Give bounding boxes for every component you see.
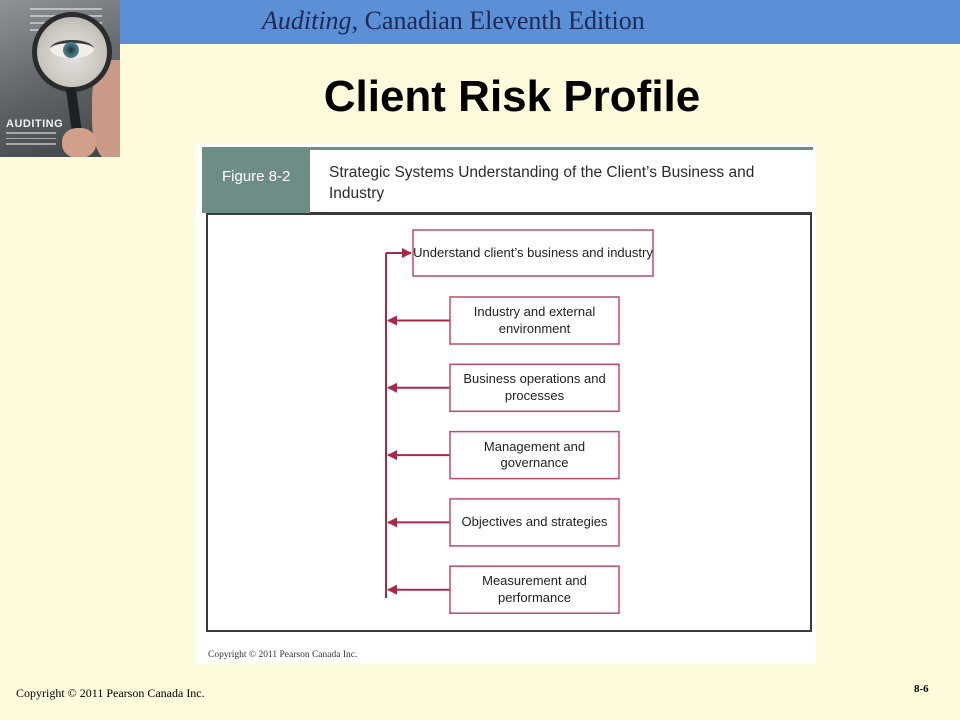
figure-caption: Strategic Systems Understanding of the C… [329,164,755,202]
figure-top-rule [310,147,813,150]
figure-copyright: Copyright © 2011 Pearson Canada Inc. [208,650,358,660]
edition-text: , Canadian Eleventh Edition [351,6,645,35]
side-box-4 [449,498,620,547]
figure: Figure 8-2 Strategic Systems Understandi… [196,143,816,664]
book-title: Auditing [262,6,352,35]
top-box [412,229,654,277]
side-box-group [387,296,620,614]
side-box-label-3: Management and governance [483,438,586,471]
side-box-2 [449,363,620,413]
book-cover-image: AUDITING [0,0,120,157]
header-title: Auditing, Canadian Eleventh Edition [262,6,645,36]
top-box-label: Understand client’s business and industr… [413,244,653,260]
cover-title: AUDITING [6,118,64,130]
slide-number: 8-6 [914,683,929,695]
side-box-5 [449,565,620,614]
cover-subtitle-lines [6,132,56,149]
slide-title: Client Risk Profile [323,72,701,121]
cover-hand [62,128,96,157]
side-box-3 [449,430,620,480]
side-box-label-5: Measurement and performance [482,573,587,605]
side-box-label-2: Business operations and processes [463,371,606,403]
header-bar [0,0,960,44]
cover-iris [63,42,79,58]
side-box-1 [449,296,620,345]
figure-label: Figure 8-2 [222,168,291,185]
figure-frame [206,213,812,632]
side-box-label-1: Industry and external environment [473,304,596,336]
figure-label-box: Figure 8-2 [202,147,310,213]
diagram-svg [385,229,654,614]
side-box-label-4: Objectives and strategies [461,514,608,530]
footer-copyright: Copyright © 2011 Pearson Canada Inc. [16,686,205,700]
